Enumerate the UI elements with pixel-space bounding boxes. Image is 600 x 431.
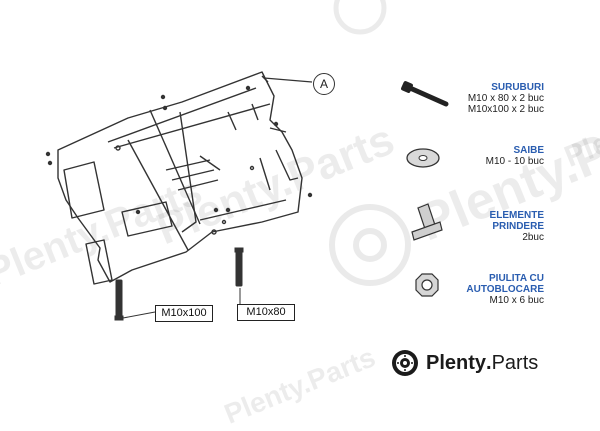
bolt-label-m10x100: M10x100	[155, 305, 213, 322]
mounting-screw-icons	[45, 85, 313, 215]
legend-spec: M10 - 10 buc	[485, 156, 544, 167]
callout-a: A	[313, 73, 335, 95]
legend-spec: M10 x 80 x 2 buc	[467, 93, 544, 104]
brand-name: Plenty	[426, 351, 487, 374]
bolt-icon	[234, 247, 244, 287]
legend-washers: SAIBE M10 - 10 buc	[486, 145, 544, 167]
bolt-icon	[114, 279, 124, 321]
washer-icon	[406, 148, 440, 168]
skid-plate-drawing	[45, 0, 449, 321]
legend-title: SURUBURI	[491, 82, 544, 93]
locking-nut-icon	[415, 273, 439, 297]
legend-nuts: PIULITA CU AUTOBLOCARE M10 x 6 buc	[460, 273, 544, 306]
brake-disc-icon	[392, 350, 418, 376]
brake-disc-icon	[329, 204, 411, 286]
callout-leader	[263, 77, 313, 83]
brand-logo: Plenty . Parts	[390, 347, 538, 379]
brake-disc-icon	[333, 0, 387, 35]
legend-title: SAIBE	[513, 145, 544, 156]
legend-brackets: ELEMENTE PRINDERE 2buc	[464, 210, 544, 243]
legend-screws: SURUBURI M10 x 80 x 2 buc M10x100 x 2 bu…	[468, 82, 544, 115]
fastening-bracket-icon	[411, 203, 443, 241]
brand-tld: Parts	[491, 351, 539, 374]
legend-spec: M10 x 6 buc	[489, 295, 544, 306]
label-leaders	[122, 288, 241, 319]
skid-plate	[57, 71, 303, 285]
legend-title: PIULITA CU AUTOBLOCARE	[466, 273, 544, 295]
bolt-icon	[401, 81, 449, 107]
bolt-label-m10x80: M10x80	[237, 304, 295, 321]
legend-title: ELEMENTE PRINDERE	[489, 210, 544, 232]
legend-spec: 2buc	[522, 232, 544, 243]
legend-spec: M10x100 x 2 buc	[467, 104, 544, 115]
brand-separator: .	[486, 351, 492, 374]
